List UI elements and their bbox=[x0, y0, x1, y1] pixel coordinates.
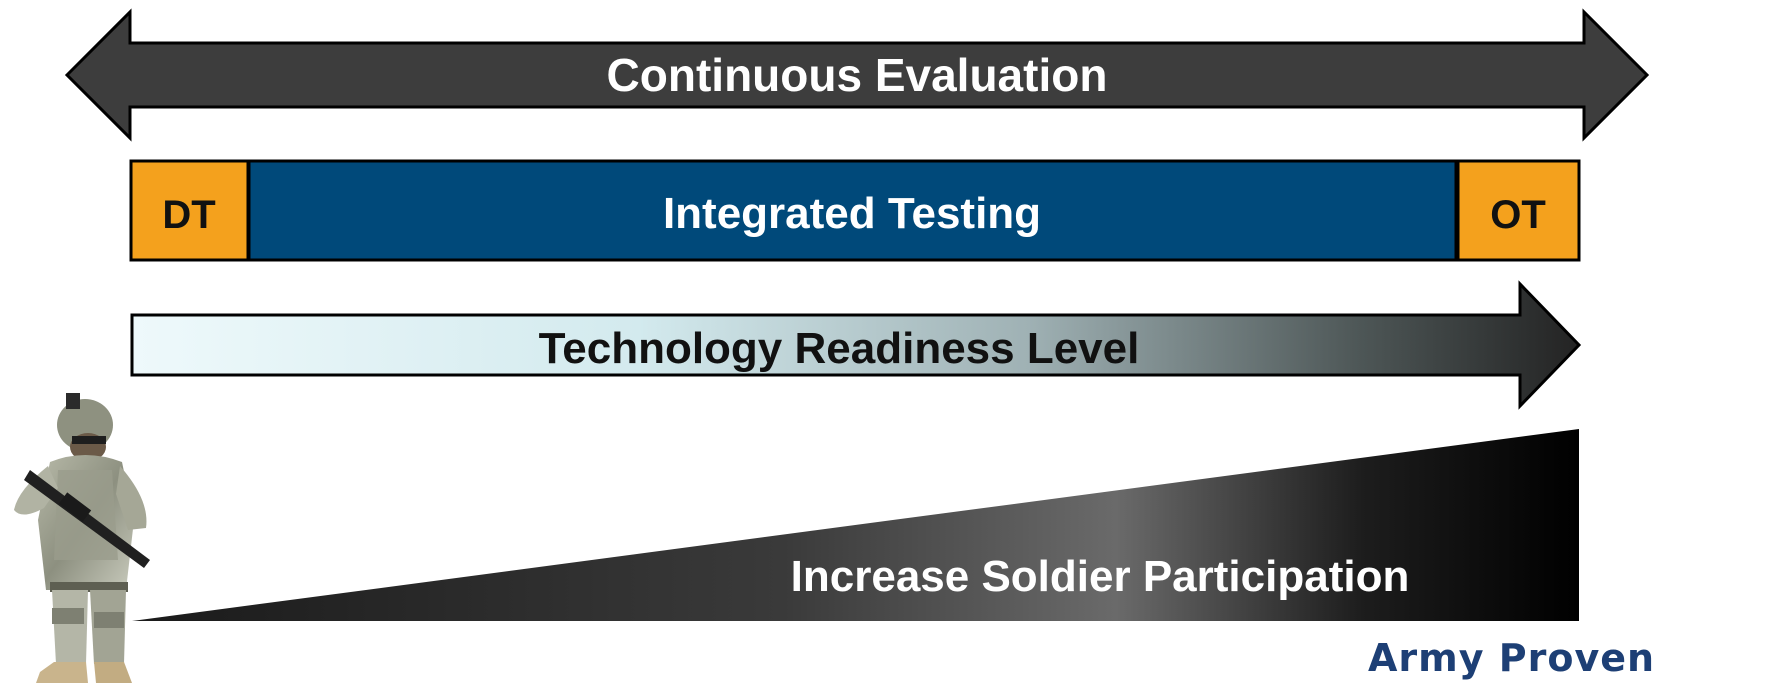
soldier-participation-wedge: Increase Soldier Participation bbox=[132, 429, 1579, 621]
integrated-testing-block bbox=[247, 159, 1458, 262]
ot-block bbox=[1456, 159, 1581, 262]
dt-label: DT bbox=[162, 193, 215, 237]
continuous-evaluation-arrow: Continuous Evaluation bbox=[64, 8, 1650, 142]
integrated-testing-label: Integrated Testing bbox=[663, 189, 1041, 238]
ot-label: OT bbox=[1490, 193, 1546, 237]
continuous-evaluation-arrow-shape bbox=[64, 8, 1650, 142]
technology-readiness-label: Technology Readiness Level bbox=[539, 324, 1140, 373]
brand-line-1: Army Proven bbox=[1368, 636, 1656, 680]
soldier-figure-icon bbox=[14, 393, 150, 683]
technology-readiness-arrow-shape bbox=[130, 280, 1582, 410]
testing-bar: DT Integrated Testing OT bbox=[129, 159, 1581, 262]
continuous-evaluation-label: Continuous Evaluation bbox=[607, 49, 1108, 101]
soldier-participation-label: Increase Soldier Participation bbox=[791, 552, 1410, 601]
technology-readiness-arrow: Technology Readiness Level bbox=[130, 280, 1582, 410]
soldier-participation-wedge-shape bbox=[132, 429, 1579, 621]
